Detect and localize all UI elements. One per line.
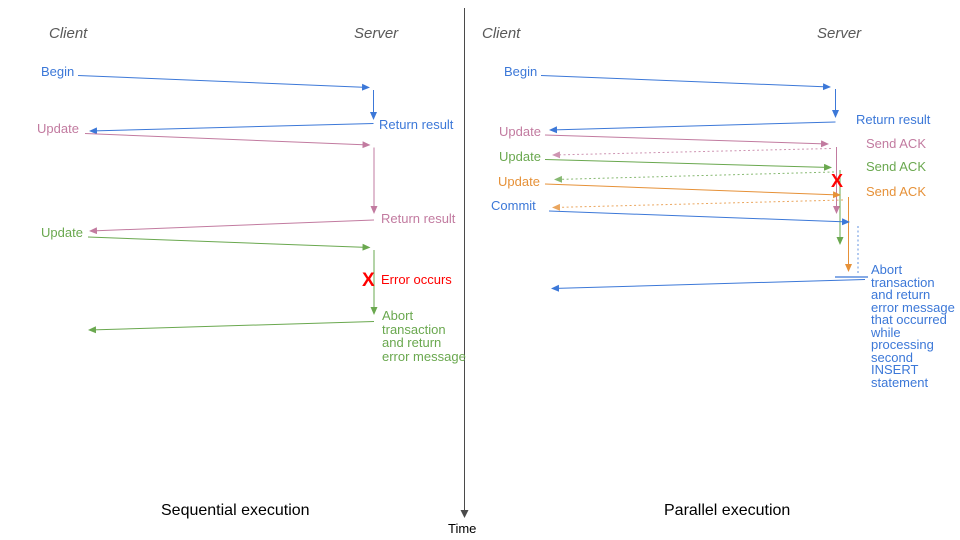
right-return-result-label: Return result	[856, 112, 931, 127]
seq-begin-request-arrow	[77, 75, 370, 91]
left-caption: Sequential execution	[161, 502, 310, 519]
left-client-header: Client	[49, 25, 88, 42]
left-begin-label: Begin	[41, 64, 75, 79]
right-send-ack3-label: Send ACK	[866, 184, 926, 199]
par-ack1-dotted-arrow	[552, 148, 832, 159]
left-error-x-mark: X	[362, 270, 375, 291]
right-update2-label: Update	[499, 149, 541, 164]
right-abort-note: Abort transaction and return error messa…	[871, 262, 955, 390]
left-server-header: Server	[354, 25, 399, 42]
time-axis-label: Time	[448, 521, 477, 536]
left-return-result2-label: Return result	[381, 211, 456, 226]
right-begin-label: Begin	[504, 64, 538, 79]
right-caption: Parallel execution	[664, 502, 791, 519]
right-client-header: Client	[482, 25, 521, 42]
right-error-x-mark: X	[831, 171, 844, 191]
par-return-result-arrow	[549, 121, 836, 134]
seq-return-result2-arrow	[89, 219, 375, 235]
right-server-header: Server	[817, 25, 862, 42]
par-update2-request-arrow	[544, 159, 832, 171]
par-update1-request-arrow	[544, 134, 829, 148]
right-send-ack2-label: Send ACK	[866, 159, 926, 174]
right-update1-label: Update	[499, 124, 541, 139]
par-abort-return-arrow	[551, 279, 866, 292]
par-commit-request-arrow	[548, 210, 850, 226]
seq-abort-return-arrow	[88, 321, 375, 334]
seq-update1-request-arrow	[84, 133, 371, 149]
par-ack3-dotted-arrow	[552, 199, 844, 211]
par-ack2-dotted-arrow	[554, 171, 835, 183]
right-update3-label: Update	[498, 174, 540, 189]
seq-return-result1-arrow	[89, 123, 374, 135]
right-commit-label: Commit	[491, 198, 536, 213]
left-update2-label: Update	[41, 225, 83, 240]
par-update3-request-arrow	[544, 183, 841, 199]
left-return-result1-label: Return result	[379, 117, 454, 132]
left-abort-note: Abort transaction and return error messa…	[382, 308, 466, 364]
par-begin-request-arrow	[540, 75, 831, 91]
seq-update2-request-arrow	[87, 236, 371, 251]
left-error-occurs-label: Error occurs	[381, 272, 452, 287]
right-send-ack1-label: Send ACK	[866, 136, 926, 151]
left-update1-label: Update	[37, 121, 79, 136]
